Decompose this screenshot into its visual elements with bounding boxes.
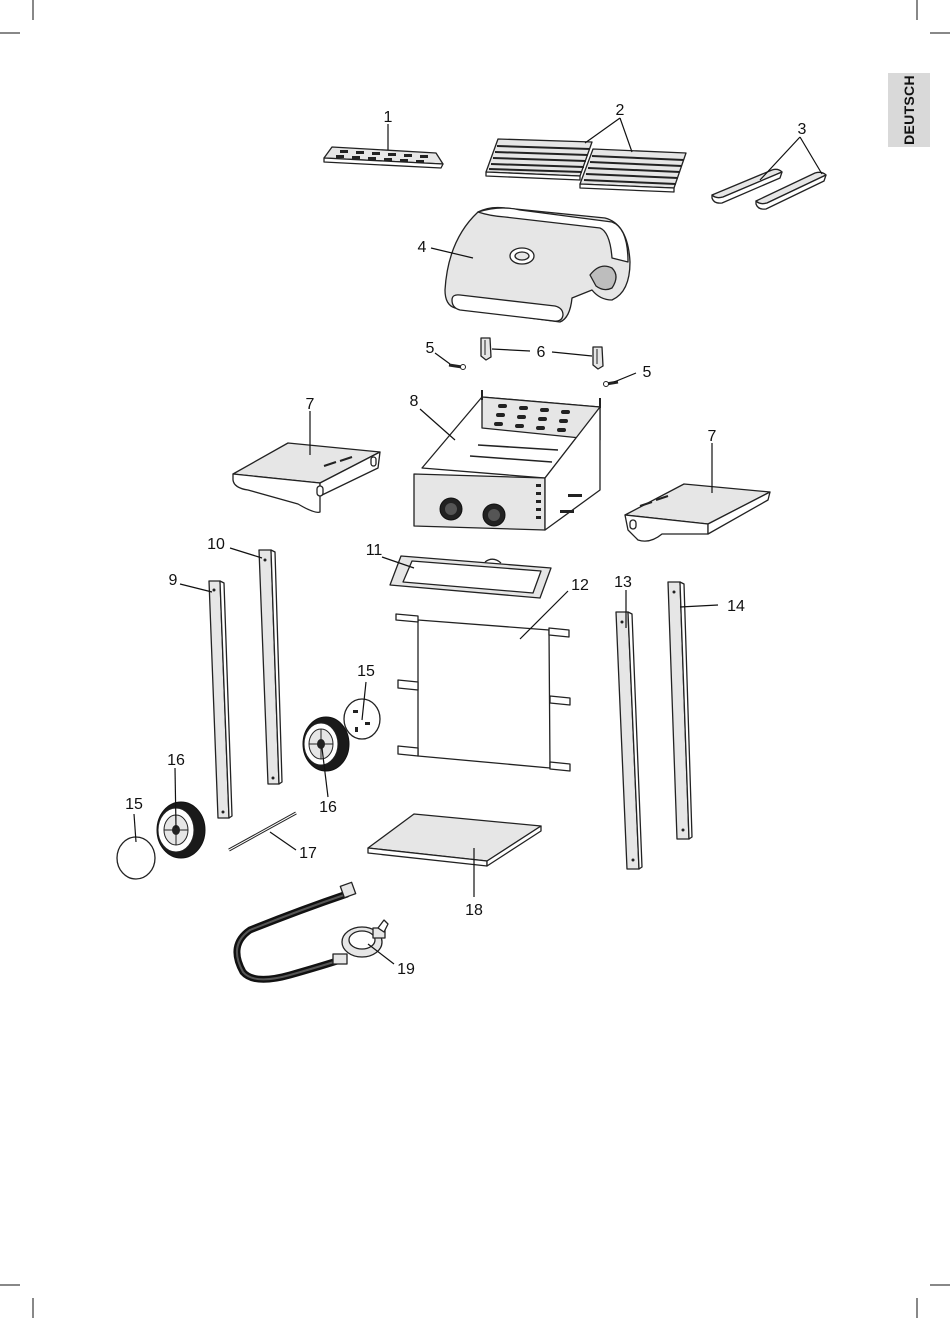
part-18-bottom-shelf: [368, 814, 541, 866]
callout-11: 11: [366, 542, 383, 559]
callout-15-upper: 15: [357, 663, 375, 680]
language-tab-label: DEUTSCH: [901, 75, 917, 145]
part-6-hinge-right: [593, 347, 603, 369]
callout-5-left: 5: [426, 340, 435, 357]
callout-3: 3: [798, 121, 807, 138]
part-4-lid: [445, 208, 630, 323]
part-8-firebox: [414, 390, 600, 530]
callout-1: 1: [384, 109, 393, 126]
part-10-leg: [259, 550, 282, 784]
callout-7-left: 7: [306, 396, 315, 413]
callout-9: 9: [169, 572, 178, 589]
part-17-axle: [229, 813, 296, 850]
callout-4: 4: [418, 239, 427, 256]
callout-15-lower: 15: [125, 796, 143, 813]
callout-17: 17: [299, 845, 317, 862]
callout-5-right: 5: [643, 364, 652, 381]
part-5-pin-left: [449, 365, 466, 370]
callout-14: 14: [727, 598, 745, 615]
callout-16-upper: 16: [319, 799, 337, 816]
part-7-side-shelf-left: [233, 443, 380, 512]
part-2-cooking-grate-left: [486, 139, 592, 180]
part-9-leg: [209, 581, 232, 818]
part-16-wheel-lower: [157, 802, 205, 858]
part-12-rear-panel: [396, 614, 570, 771]
callout-10: 10: [207, 536, 225, 553]
part-1-heat-plate: [324, 147, 443, 168]
part-16-wheel-upper: [303, 717, 349, 771]
callout-19: 19: [397, 961, 415, 978]
part-5-pin-right: [604, 382, 619, 387]
part-6-hinge-left: [481, 338, 491, 360]
callout-8: 8: [410, 393, 419, 410]
part-13-leg: [616, 612, 642, 869]
part-14-leg: [668, 582, 692, 839]
part-15-wheel-cap-lower: [117, 837, 155, 879]
part-7-side-shelf-right: [625, 484, 770, 541]
part-2-cooking-grate-right: [580, 149, 686, 192]
callout-7-right: 7: [708, 428, 717, 445]
callout-2: 2: [616, 102, 625, 119]
callout-13: 13: [614, 574, 632, 591]
callout-16-lower: 16: [167, 752, 185, 769]
part-19-hose-regulator: [237, 882, 388, 979]
callout-6: 6: [537, 344, 546, 361]
part-11-grease-tray: [390, 556, 551, 598]
callout-18: 18: [465, 902, 483, 919]
callout-12: 12: [571, 577, 589, 594]
